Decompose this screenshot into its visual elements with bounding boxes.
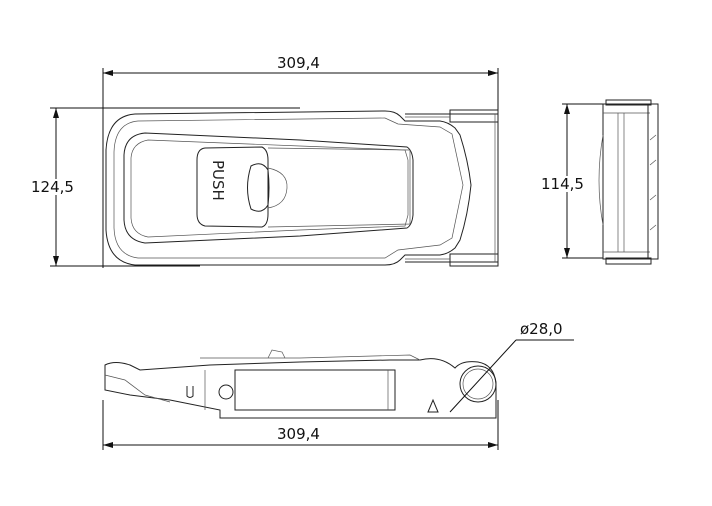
diameter-label: ø28,0 <box>520 320 563 338</box>
top-length-label: 309,4 <box>277 54 320 72</box>
top-width-label: 124,5 <box>31 178 74 196</box>
push-button <box>196 146 269 228</box>
top-view: PUSH <box>50 68 499 268</box>
push-label: PUSH <box>209 160 227 201</box>
end-width-label: 114,5 <box>541 175 584 193</box>
end-view <box>562 99 659 265</box>
side-length-label: 309,4 <box>277 425 320 443</box>
side-view <box>102 339 574 450</box>
diameter-leader-line <box>449 339 517 413</box>
